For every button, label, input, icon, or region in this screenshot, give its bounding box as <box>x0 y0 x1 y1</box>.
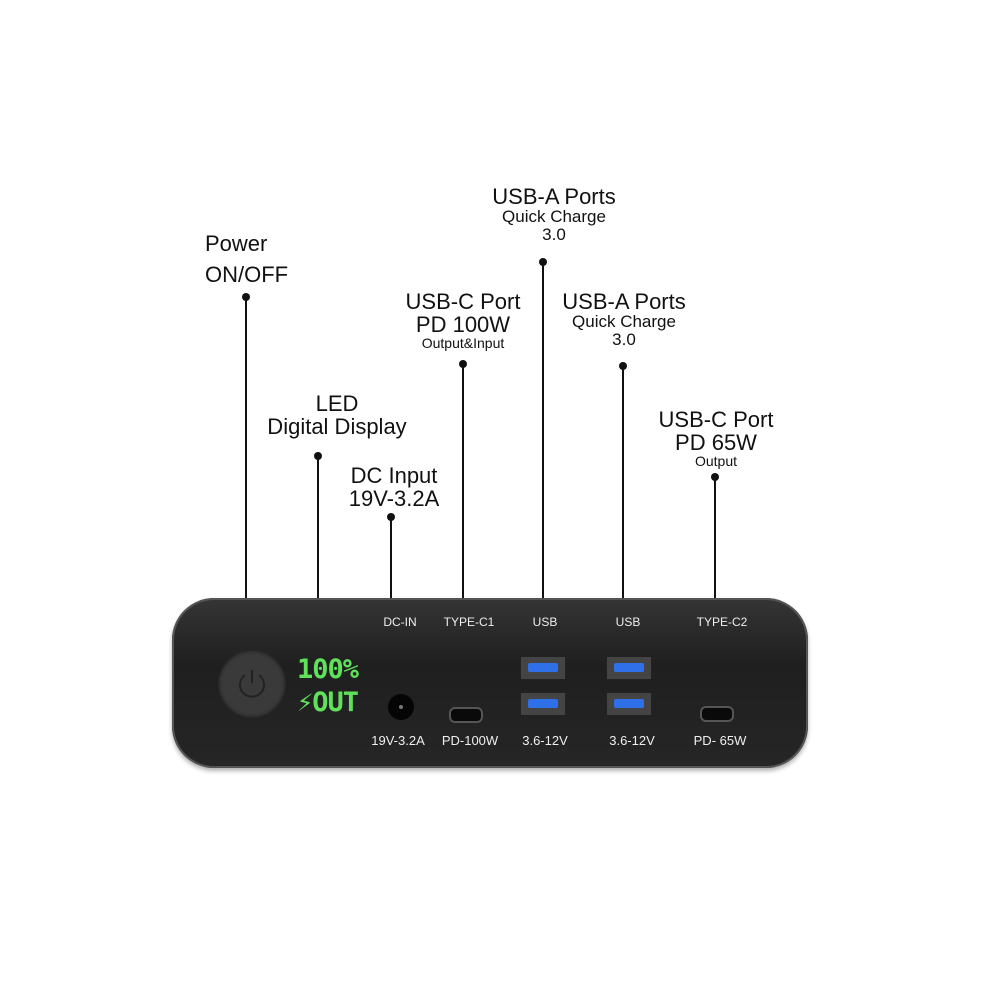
power-icon <box>239 670 265 698</box>
callout-usba2: USB-A Ports Quick Charge 3.0 <box>562 290 685 349</box>
callout-line <box>462 364 464 600</box>
callout-usbc2-subtitle: PD 65W <box>675 430 757 456</box>
callout-usba2-subtitle: Quick Charge <box>572 312 676 332</box>
callout-dc-input: DC Input 19V-3.2A <box>349 464 440 510</box>
callout-usbc1-note: Output&Input <box>421 335 505 352</box>
port-spec-dc: 19V-3.2A <box>371 733 425 748</box>
port-label-dc-in: DC-IN <box>383 615 417 629</box>
callout-power: Power ON/OFF <box>205 232 288 286</box>
led-display-status: ⚡OUT <box>297 687 359 718</box>
port-spec-usb-2: 3.6-12V <box>609 733 655 748</box>
callout-usba1-note: 3.0 <box>542 224 566 244</box>
led-display-percent: 100% <box>297 654 359 685</box>
callout-usba1-title: USB-A Ports <box>492 184 616 209</box>
callout-power-subtitle: ON/OFF <box>205 262 289 288</box>
callout-line <box>317 456 319 600</box>
callout-usbc1-subtitle: PD 100W <box>415 312 511 338</box>
callout-usba1-subtitle: Quick Charge <box>502 207 606 227</box>
callout-line <box>622 366 624 600</box>
callout-led-subtitle: Digital Display <box>267 414 407 440</box>
callout-led: LED Digital Display <box>267 392 406 438</box>
callout-usba2-note: 3.0 <box>612 329 636 349</box>
callout-usba1: USB-A Ports Quick Charge 3.0 <box>492 185 615 244</box>
type-c1-port <box>449 707 483 723</box>
port-label-usb-1: USB <box>532 615 558 629</box>
usb-a-port <box>606 656 652 680</box>
callout-usbc2-title: USB-C Port <box>658 407 774 432</box>
callout-line <box>390 517 392 600</box>
dc-input-port <box>388 694 414 720</box>
callout-dc-subtitle: 19V-3.2A <box>348 486 440 512</box>
port-label-usb-2: USB <box>615 615 641 629</box>
callout-led-title: LED <box>315 391 359 416</box>
port-label-type-c1: TYPE-C1 <box>443 615 495 629</box>
port-spec-usb-1: 3.6-12V <box>522 733 568 748</box>
callout-power-title: Power <box>205 231 268 256</box>
callout-usbc2: USB-C Port PD 65W Output <box>659 408 774 469</box>
usb-a-port <box>520 692 566 716</box>
callout-line <box>245 297 247 600</box>
usb-a-port <box>520 656 566 680</box>
type-c2-port <box>700 706 734 722</box>
power-button[interactable] <box>218 650 286 718</box>
callout-usbc2-note: Output <box>694 453 738 470</box>
callout-line <box>714 477 716 600</box>
usb-a-port <box>606 692 652 716</box>
callout-usbc1: USB-C Port PD 100W Output&Input <box>406 290 521 351</box>
callout-dc-title: DC Input <box>350 463 438 488</box>
callout-usbc1-title: USB-C Port <box>405 289 521 314</box>
port-label-type-c2: TYPE-C2 <box>696 615 748 629</box>
port-spec-type-c2: PD- 65W <box>693 733 747 748</box>
callout-line <box>542 262 544 600</box>
callout-usba2-title: USB-A Ports <box>562 289 686 314</box>
port-spec-type-c1: PD-100W <box>441 733 499 748</box>
